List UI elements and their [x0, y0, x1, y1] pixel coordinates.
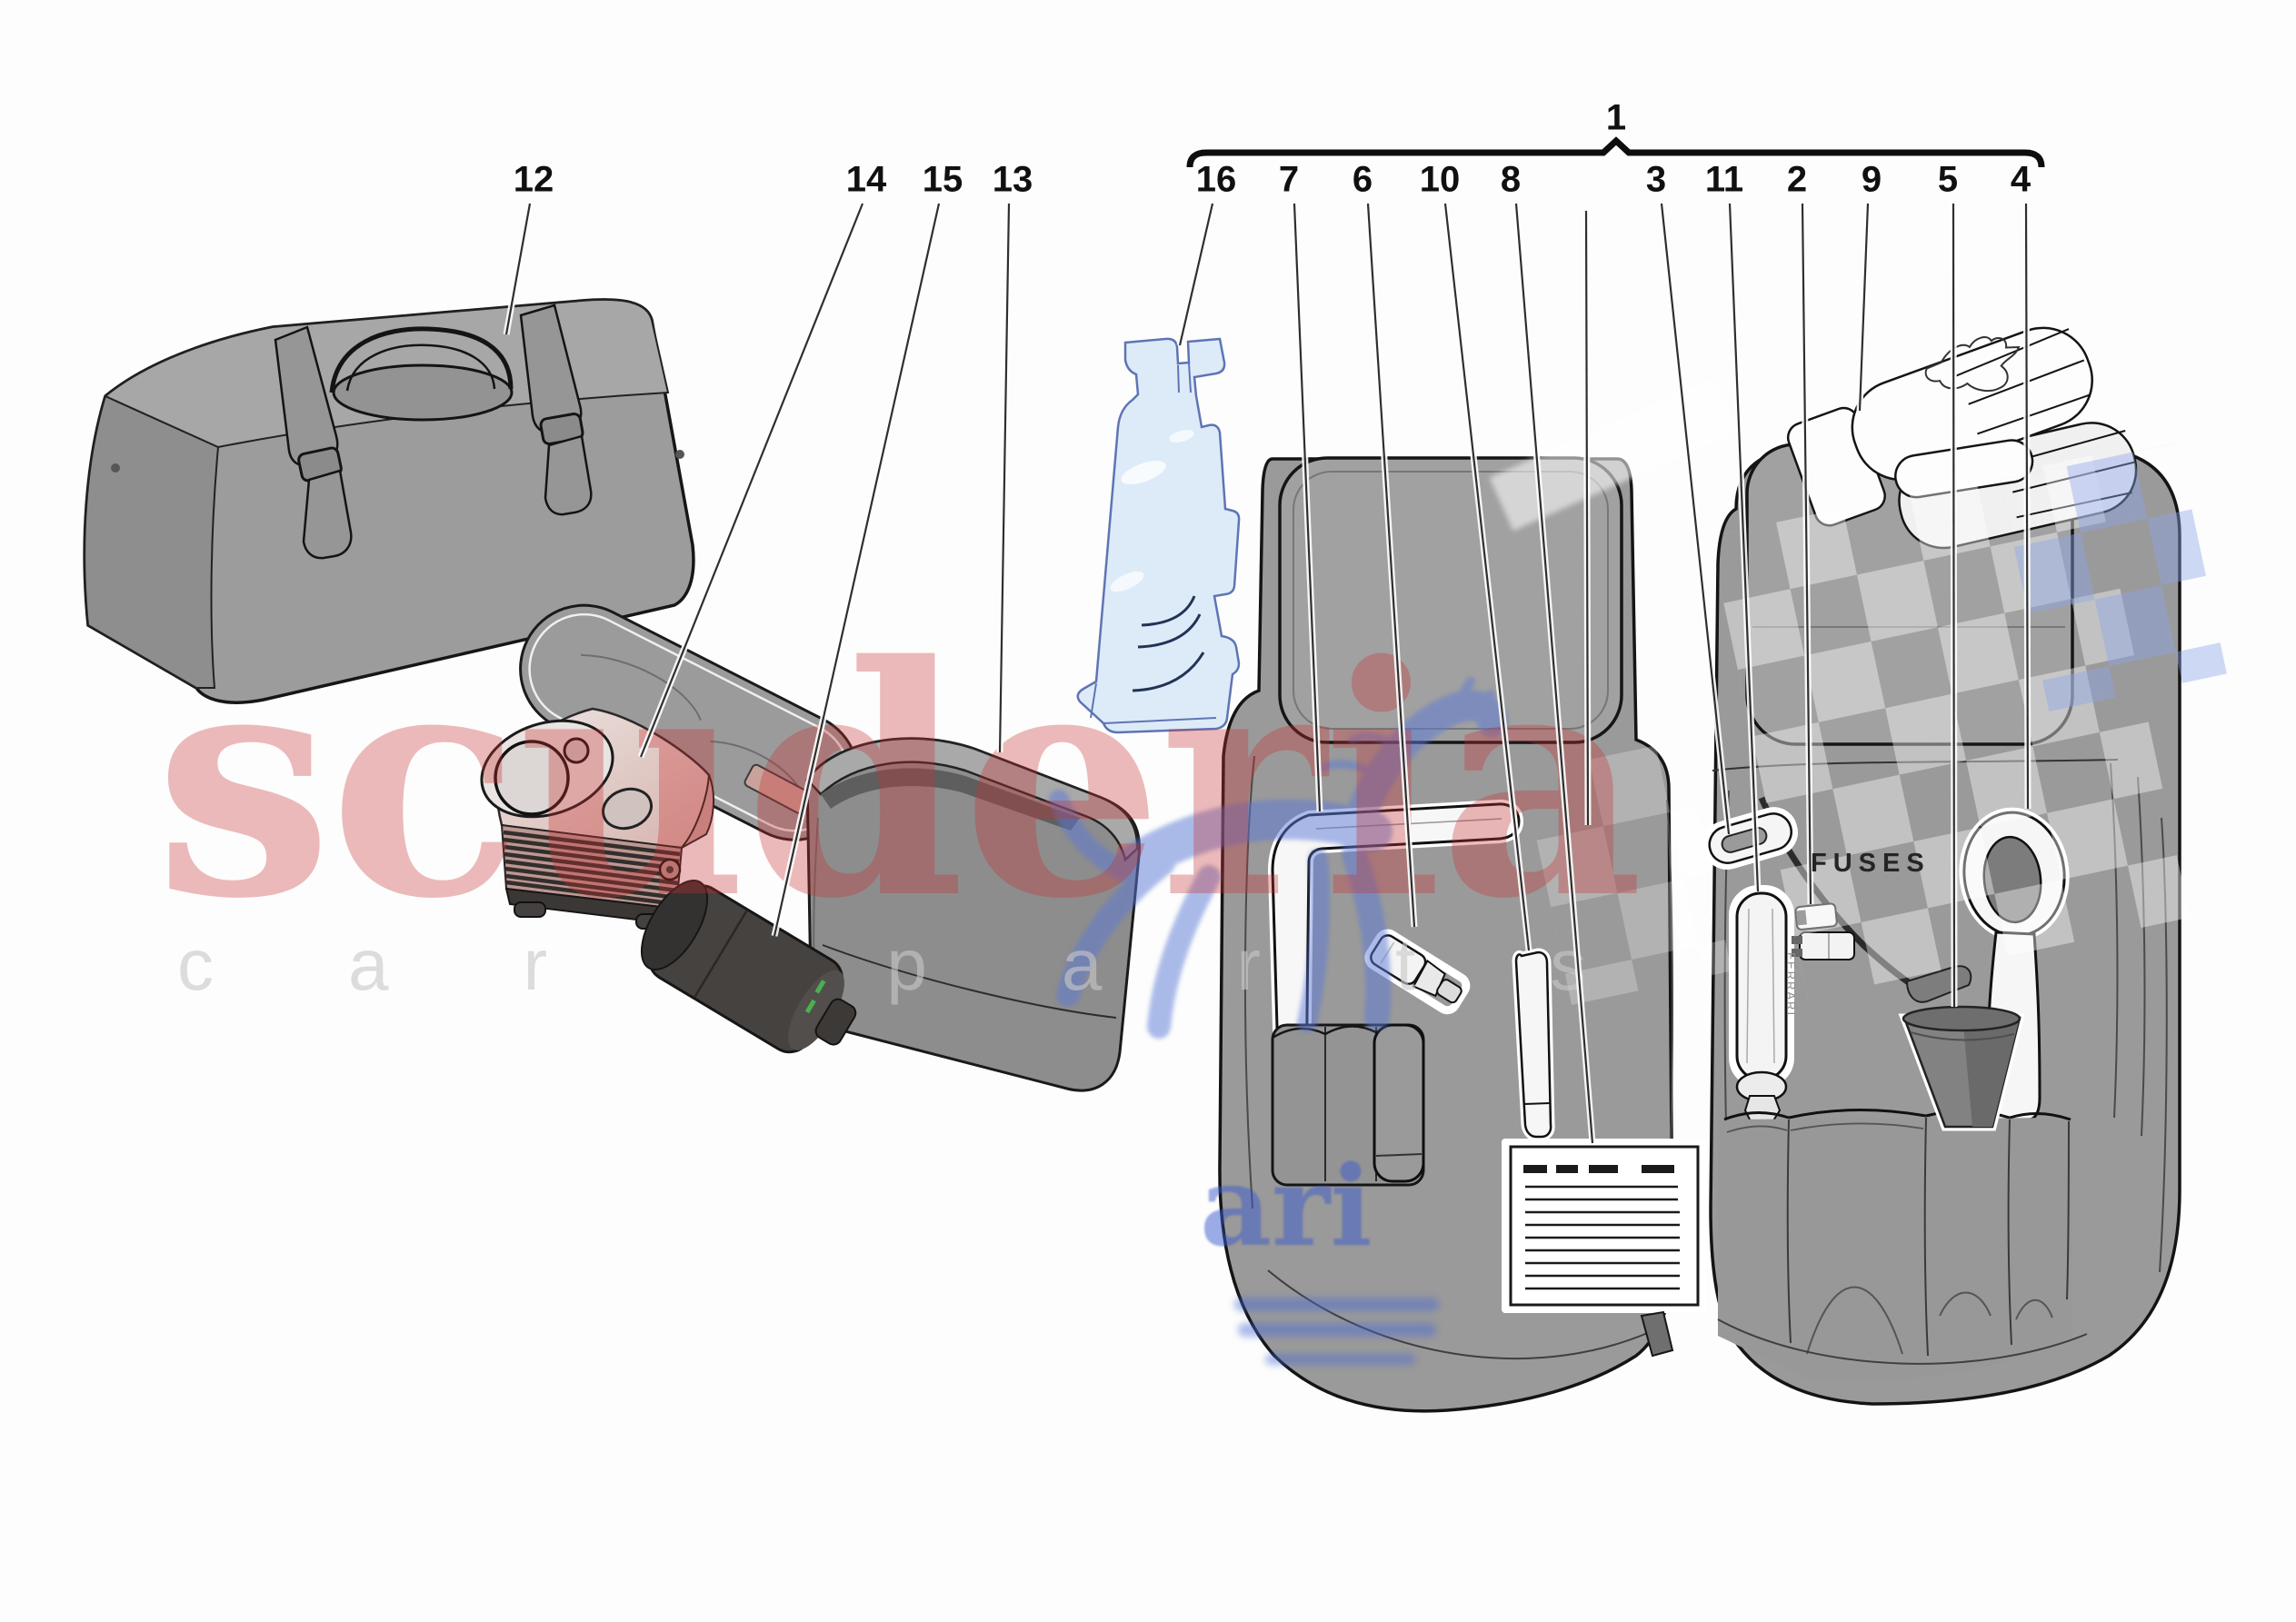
label-lines — [1525, 1185, 1680, 1290]
callout-15: 15 — [922, 159, 963, 200]
callout-13: 13 — [992, 159, 1033, 200]
callout-12: 12 — [513, 159, 554, 200]
callout-8: 8 — [1500, 159, 1522, 200]
right-pouch-pockets — [1717, 1108, 2088, 1381]
fuses-label: FUSES — [1811, 849, 1931, 878]
zip-tab — [1640, 1310, 1674, 1358]
callout-3: 3 — [1645, 159, 1667, 200]
group-bracket — [1186, 136, 2045, 168]
callout-14: 14 — [845, 159, 887, 200]
watermark-brand: scuderia — [155, 597, 1644, 969]
callout-10: 10 — [1419, 159, 1461, 200]
funnel — [1898, 1005, 2025, 1131]
watermark-blue-row — [1234, 1298, 1439, 1311]
bag-strap-left — [274, 325, 353, 560]
callout-16: 16 — [1195, 159, 1237, 200]
callout-7: 7 — [1278, 159, 1300, 200]
watermark-blue-row — [1265, 1354, 1415, 1365]
glove-horse-print — [1924, 336, 2021, 393]
bag-handle — [329, 326, 514, 393]
callout-11: 11 — [1704, 159, 1744, 200]
screwdriver — [1729, 885, 1794, 1148]
watermark-brand-sub: car parts — [177, 924, 1722, 1005]
callout-1: 1 — [1605, 97, 1627, 138]
callout-6: 6 — [1352, 159, 1373, 200]
bag-strap-right — [519, 304, 593, 516]
callout-9: 9 — [1861, 159, 1882, 200]
instruction-label — [1502, 1139, 1707, 1313]
callout-5: 5 — [1937, 159, 1959, 200]
handle-recess — [332, 363, 514, 422]
callout-2: 2 — [1786, 159, 1808, 200]
watermark-blue-fragment: ari — [1200, 1140, 1373, 1271]
watermark-blue-row — [1238, 1323, 1436, 1337]
callout-4: 4 — [2010, 159, 2031, 200]
label-dashes — [1523, 1165, 1674, 1173]
screwdriver-brand-text: FERRARI — [1784, 952, 1798, 1018]
